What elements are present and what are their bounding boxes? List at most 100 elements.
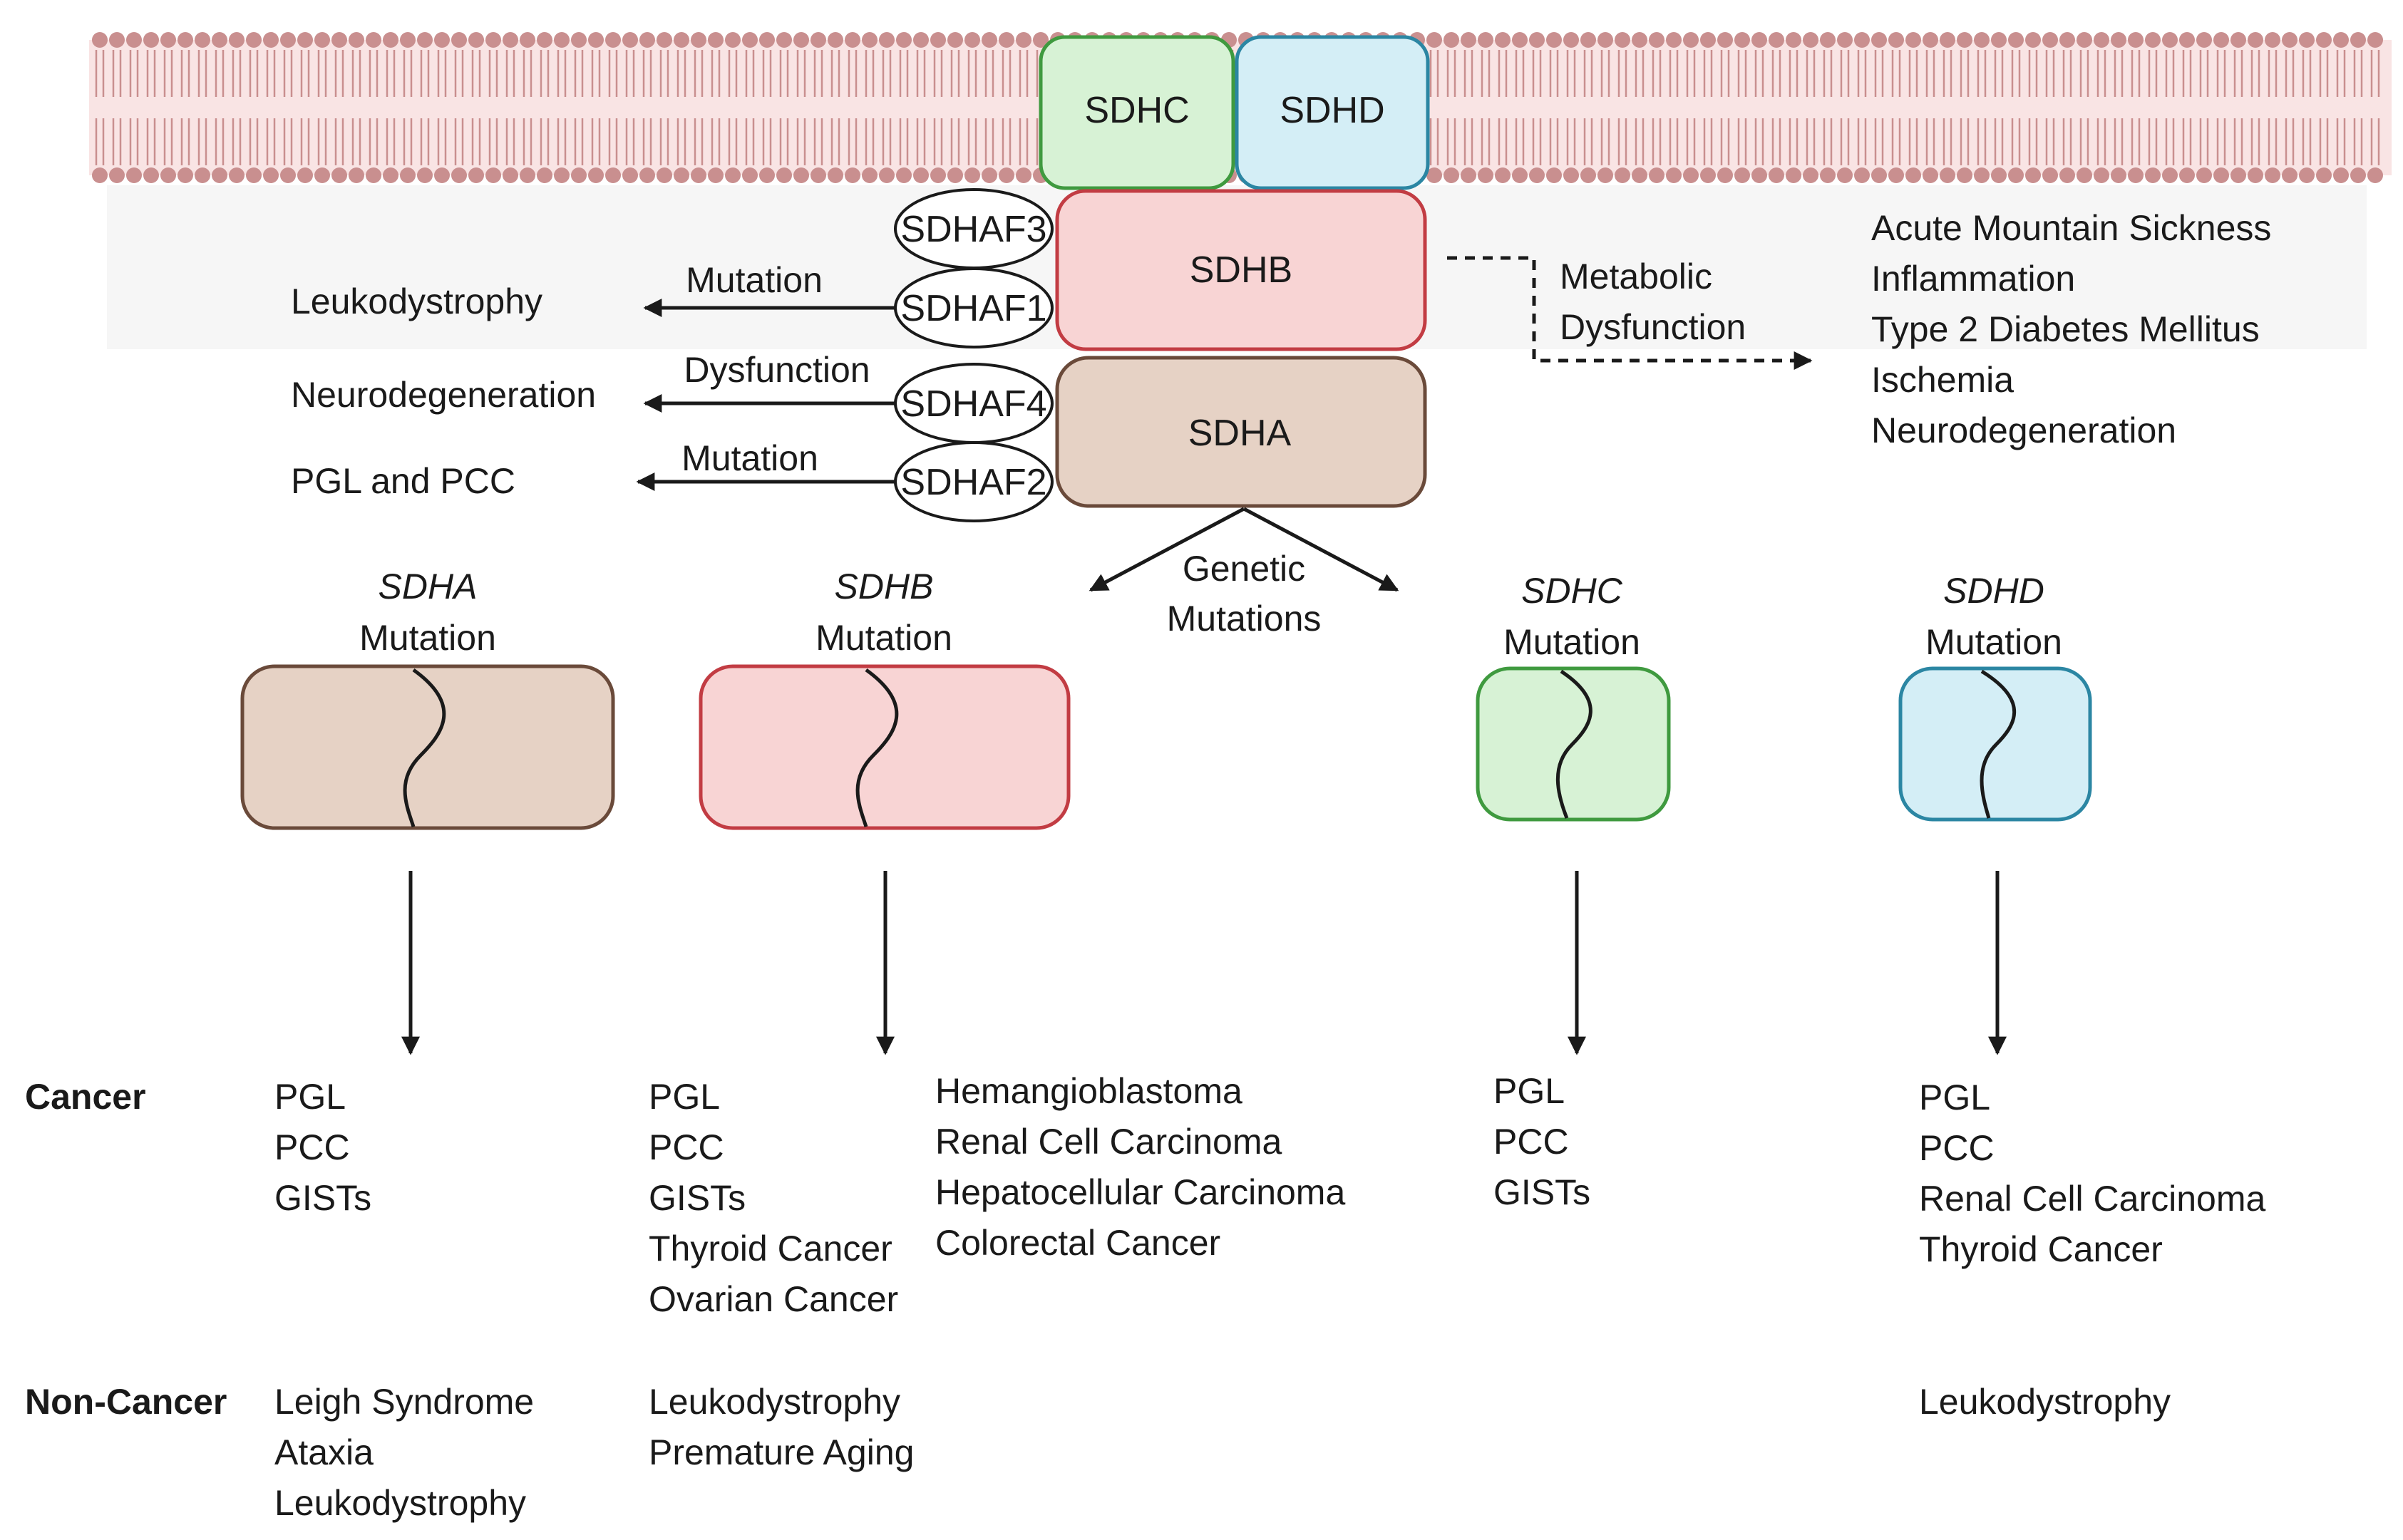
- list-item: Hemangioblastoma: [935, 1071, 1242, 1111]
- lipid-head: [1871, 167, 1887, 183]
- sdhd-cancer-list: PGL PCC Renal Cell Carcinoma Thyroid Can…: [1919, 1078, 2265, 1269]
- list-item: PGL: [274, 1077, 346, 1117]
- lipid-head: [2111, 32, 2126, 48]
- lipid-head: [759, 32, 775, 48]
- list-item: Renal Cell Carcinoma: [935, 1122, 1282, 1162]
- lipid-head: [160, 167, 176, 183]
- lipid-head: [1016, 32, 1031, 48]
- sdha-noncancer-list: Leigh Syndrome Ataxia Leukodystrophy: [274, 1382, 534, 1523]
- lipid-head: [1700, 32, 1716, 48]
- sdhb-cancer-list: PGL PCC GISTs Thyroid Cancer Ovarian Can…: [649, 1077, 898, 1319]
- lipid-head: [2196, 167, 2212, 183]
- lipid-head: [485, 32, 501, 48]
- genetic-label-line1: Genetic: [1183, 549, 1305, 589]
- lipid-head: [1546, 167, 1562, 183]
- lipid-head: [1666, 32, 1682, 48]
- lipid-head: [1529, 167, 1545, 183]
- lipid-head: [1683, 32, 1699, 48]
- sdhb-noncancer-list: Leukodystrophy Premature Aging: [649, 1382, 914, 1472]
- sdha-break-line: [403, 668, 446, 827]
- lipid-head: [1580, 32, 1596, 48]
- lipid-head: [537, 32, 552, 48]
- lipid-head: [280, 167, 296, 183]
- lipid-head: [1512, 32, 1528, 48]
- lipid-head: [2213, 32, 2229, 48]
- lipid-head: [212, 32, 227, 48]
- lipid-head: [1803, 167, 1818, 183]
- lipid-head: [571, 32, 587, 48]
- sdhc-mutation-word: Mutation: [1503, 622, 1640, 662]
- lipid-head: [1478, 167, 1493, 183]
- list-item: Renal Cell Carcinoma: [1919, 1179, 2265, 1219]
- list-item: Thyroid Cancer: [649, 1229, 892, 1268]
- lipid-head: [434, 32, 450, 48]
- lipid-head: [639, 167, 655, 183]
- lipid-head: [537, 167, 552, 183]
- lipid-head: [1597, 167, 1613, 183]
- sdhd-break-line: [1980, 669, 2017, 819]
- lipid-head: [1444, 32, 1459, 48]
- sdhc-break-line: [1555, 669, 1592, 819]
- lipid-head: [1615, 167, 1630, 183]
- lipid-head: [2333, 32, 2349, 48]
- lipid-head: [2367, 32, 2383, 48]
- outcome-neurodegeneration: Neurodegeneration: [291, 375, 596, 415]
- list-item: PCC: [1919, 1128, 1995, 1168]
- lipid-head: [554, 167, 570, 183]
- lipid-head: [2128, 167, 2144, 183]
- lipid-head: [1786, 167, 1801, 183]
- outcome-leukodystrophy: Leukodystrophy: [291, 281, 542, 321]
- lipid-head: [1597, 32, 1613, 48]
- lipid-head: [930, 167, 946, 183]
- sdhaf1-label: SDHAF1: [900, 288, 1046, 329]
- sdhd-subunit: SDHD: [1235, 35, 1430, 190]
- down-arrows: [401, 871, 2007, 1055]
- lipid-head: [1888, 32, 1904, 48]
- lipid-head: [1769, 167, 1784, 183]
- lipid-head: [246, 167, 262, 183]
- list-item: PCC: [274, 1127, 350, 1167]
- lipid-head: [828, 32, 843, 48]
- genetic-arrow-right: [1242, 507, 1399, 592]
- lipid-head: [297, 167, 313, 183]
- list-item: PCC: [649, 1127, 724, 1167]
- lipid-head: [383, 32, 398, 48]
- lipid-head: [828, 167, 843, 183]
- lipid-head: [1529, 32, 1545, 48]
- lipid-head: [622, 167, 638, 183]
- lipid-head: [366, 167, 381, 183]
- lipid-head: [1871, 32, 1887, 48]
- lipid-head: [1905, 32, 1921, 48]
- lipid-head: [2025, 32, 2041, 48]
- list-item: PGL: [1919, 1078, 1990, 1117]
- lipid-head: [964, 32, 980, 48]
- lipid-head: [554, 32, 570, 48]
- lipid-head: [999, 32, 1014, 48]
- list-item: Leukodystrophy: [1919, 1382, 2171, 1422]
- lipid-head: [1974, 32, 1990, 48]
- lipid-head: [2145, 32, 2161, 48]
- lipid-head: [1923, 32, 1938, 48]
- sdhaf2-ellipse: [894, 441, 1054, 522]
- lipid-head: [1615, 32, 1630, 48]
- lipid-head: [1991, 32, 2007, 48]
- genetic-arrow-left: [1089, 507, 1245, 592]
- lipid-head: [1580, 167, 1596, 183]
- lipid-head: [2230, 167, 2246, 183]
- lipid-head: [811, 167, 826, 183]
- mutation-arrow-label-2: Mutation: [681, 438, 818, 478]
- sdhc-box: [1039, 35, 1235, 190]
- metabolic-outcome-1: Acute Mountain Sickness: [1871, 208, 2271, 248]
- lipid-head: [982, 32, 997, 48]
- lipid-head: [468, 32, 484, 48]
- lipid-head: [1854, 167, 1870, 183]
- lipid-head: [2025, 167, 2041, 183]
- sdha-subunit: SDHA: [1055, 356, 1427, 508]
- lipid-head: [708, 167, 724, 183]
- lipid-head: [1905, 167, 1921, 183]
- lipid-head: [1426, 32, 1442, 48]
- lipid-head: [1751, 167, 1767, 183]
- sdha-box: [1055, 356, 1427, 508]
- lipid-head: [2128, 32, 2144, 48]
- lipid-head: [400, 32, 416, 48]
